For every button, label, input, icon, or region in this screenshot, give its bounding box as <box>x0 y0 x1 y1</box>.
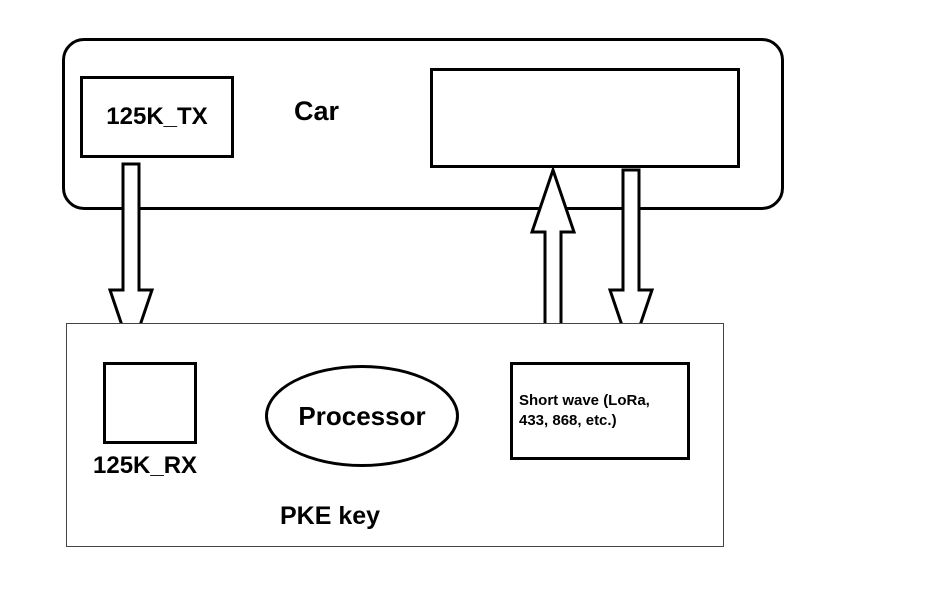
tx-module-box: 125K_TX <box>80 76 234 158</box>
tx-module-label: 125K_TX <box>106 103 208 130</box>
rx-module-label: 125K_RX <box>93 452 198 479</box>
shortwave-module-box: Short wave (LoRa, 433, 868, etc.) <box>510 362 690 460</box>
pke-key-label: PKE key <box>280 502 381 530</box>
car-receiver-box <box>430 68 740 168</box>
car-label: Car <box>294 96 340 126</box>
shortwave-module-label: Short wave (LoRa, 433, 868, etc.) <box>519 391 650 429</box>
rx-module-box <box>103 362 197 444</box>
processor-label: Processor <box>298 400 426 431</box>
processor-ellipse: Processor <box>265 365 459 467</box>
